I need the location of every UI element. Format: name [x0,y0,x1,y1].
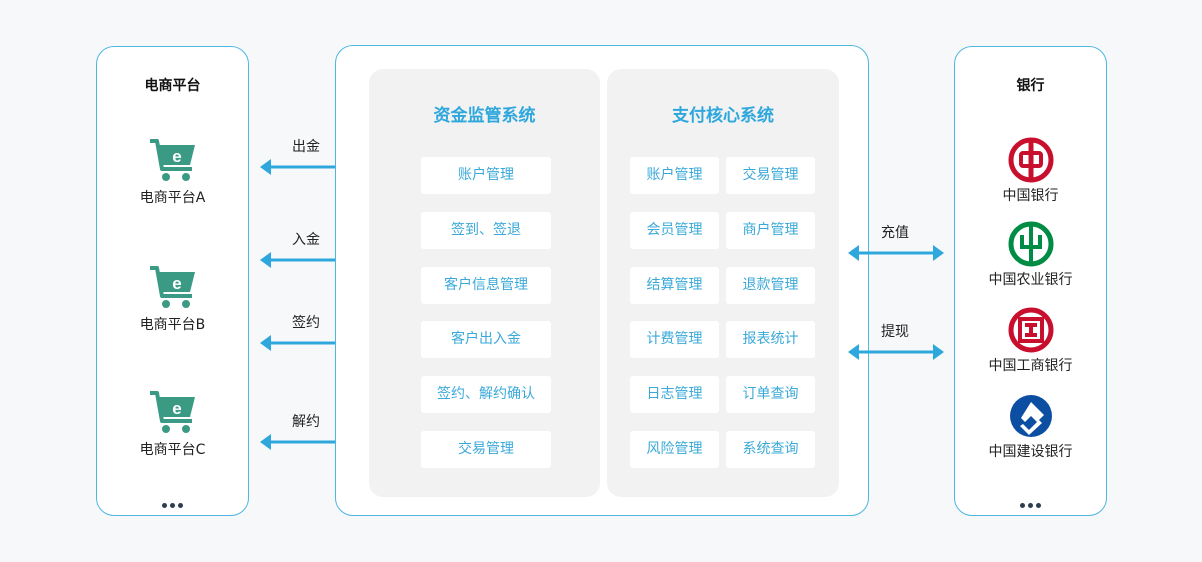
arrow-label-recharge: 充值 [881,225,909,241]
bank-boc: 中国银行 [955,137,1106,205]
ecommerce-panel: 电商平台 e 电商平台A e 电商平台B e 电商平台C [96,46,249,516]
pay-module: 系统查询 [726,431,815,468]
pay-module: 商户管理 [726,212,815,249]
platform-label: 电商平台C [139,442,206,458]
bank-label: 中国建设银行 [988,444,1073,460]
bank-abc: 中国农业银行 [955,221,1106,289]
pay-module: 风险管理 [630,431,719,468]
shopping-cart-icon: e [149,139,195,181]
bank-label: 中国工商银行 [988,358,1073,374]
pay-module: 计费管理 [630,321,719,358]
platform-label: 电商平台B [139,317,206,333]
platform-label: 电商平台A [139,190,206,206]
bank-label: 中国农业银行 [988,272,1073,288]
shopping-cart-icon: e [149,391,195,433]
fund-module: 交易管理 [421,431,551,468]
pay-module: 订单查询 [726,376,815,413]
svg-text:e: e [172,147,181,166]
arrow-label-sign: 签约 [292,315,320,331]
svg-text:e: e [172,274,181,293]
pay-module: 结算管理 [630,267,719,304]
fund-module: 签到、签退 [421,212,551,249]
bank-label: 中国银行 [1002,188,1059,204]
pay-module: 会员管理 [630,212,719,249]
pay-module: 报表统计 [726,321,815,358]
ccb-logo-icon [1009,395,1052,437]
payment-core-system: 支付核心系统 账户管理 交易管理 会员管理 商户管理 结算管理 退款管理 计费管… [607,69,839,497]
pay-module: 交易管理 [726,157,815,194]
svg-text:e: e [172,399,181,418]
platform-c: e 电商平台C [97,387,248,459]
fund-module: 签约、解约确认 [421,376,551,413]
bank-ccb: 中国建设银行 [955,393,1106,461]
fund-module: 客户信息管理 [421,267,551,304]
pay-system-title: 支付核心系统 [672,106,774,126]
pay-module: 日志管理 [630,376,719,413]
bank-of-china-logo-icon [1008,137,1053,183]
pay-module: 账户管理 [630,157,719,194]
more-ellipsis [955,493,1106,512]
fund-module: 账户管理 [421,157,551,194]
agricultural-bank-logo-icon [1008,221,1053,267]
bank-panel-title: 银行 [1016,78,1045,94]
pay-module: 退款管理 [726,267,815,304]
fund-supervision-system: 资金监管系统 账户管理 签到、签退 客户信息管理 客户出入金 签约、解约确认 交… [369,69,600,497]
bank-icbc: 中国工商银行 [955,307,1106,375]
bank-panel: 银行 中国银行 中国农业银行 中国工商银行 [954,46,1107,516]
ecommerce-panel-title: 电商平台 [144,78,201,94]
fund-module: 客户出入金 [421,321,551,358]
double-arrow-icon [848,245,944,261]
fund-system-title: 资金监管系统 [433,106,536,126]
platform-b: e 电商平台B [97,262,248,334]
shopping-cart-icon: e [149,266,195,308]
more-ellipsis [97,493,248,512]
icbc-logo-icon [1008,307,1053,353]
double-arrow-icon [848,344,944,360]
arrow-label-cashout: 提现 [881,324,909,340]
arrow-label-deposit: 入金 [292,232,320,248]
arrow-label-unsign: 解约 [292,414,320,430]
platform-a: e 电商平台A [97,135,248,207]
arrow-label-withdraw: 出金 [292,139,320,155]
